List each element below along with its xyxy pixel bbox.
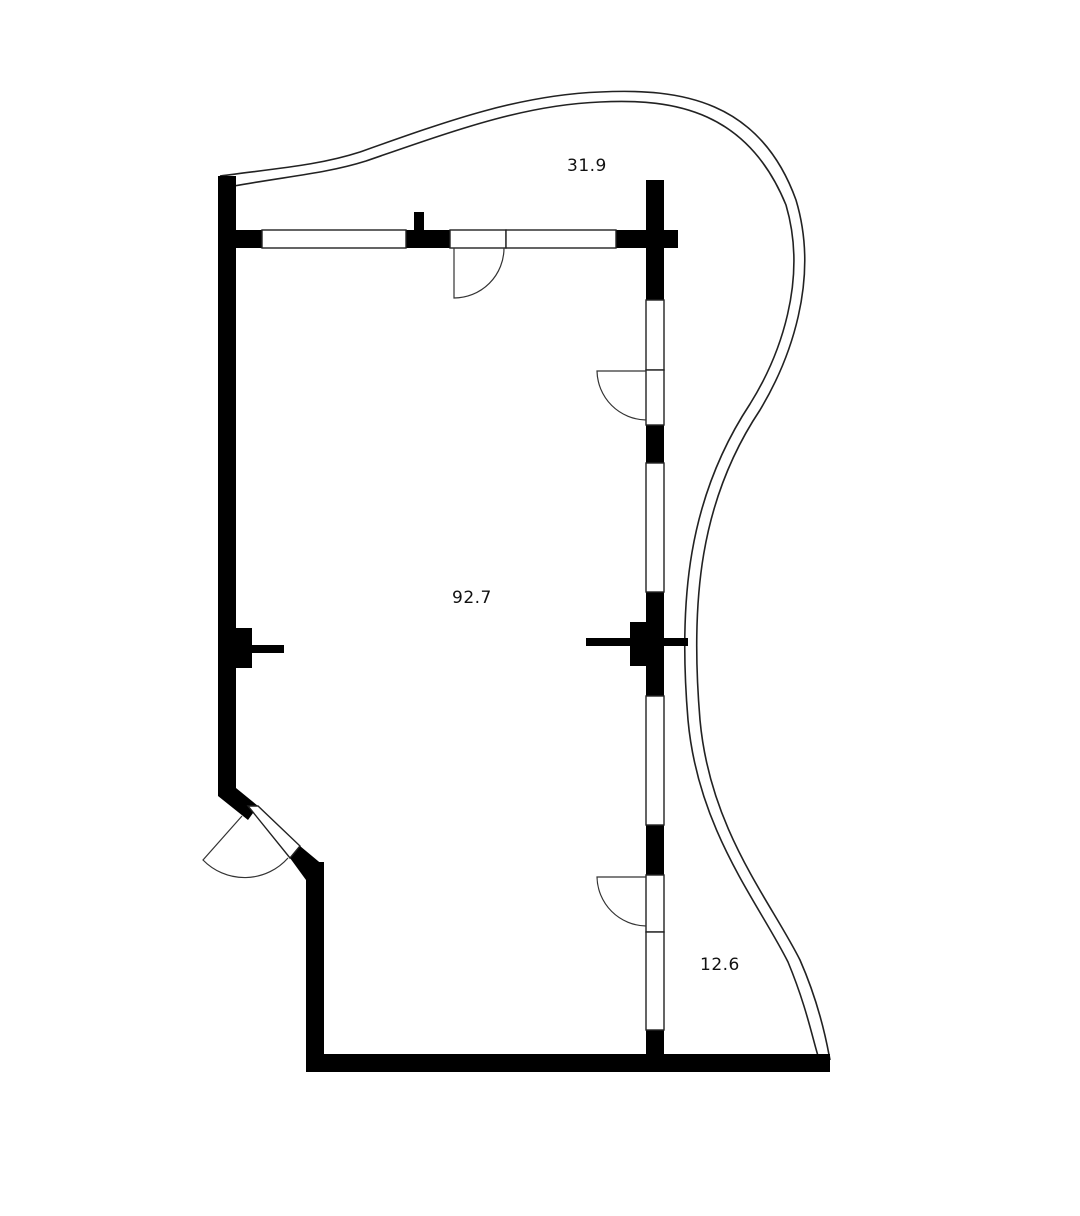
exterior-walls — [218, 176, 830, 1072]
room-area-balcony-top: 31.9 — [567, 156, 607, 176]
door-swings — [202, 247, 647, 927]
room-area-main: 92.7 — [452, 588, 492, 608]
angled-wall — [218, 788, 324, 880]
room-area-balcony-side: 12.6 — [700, 955, 740, 975]
window-openings — [261, 229, 665, 1031]
angled-opening — [246, 805, 301, 860]
